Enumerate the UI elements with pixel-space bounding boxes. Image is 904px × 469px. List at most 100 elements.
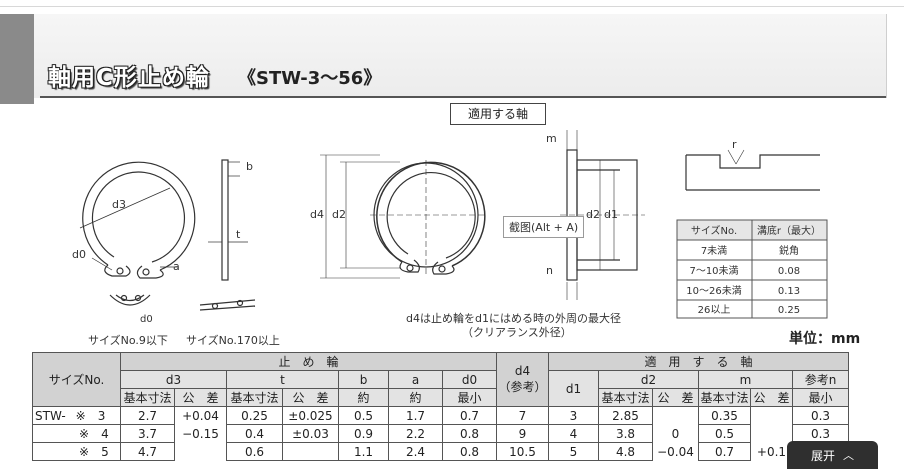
spec-sub-min: 最小 [792,388,849,407]
spec-sub-tol: 公 差 [652,388,699,407]
spec-header-ring: 止 め 輪 [120,352,497,371]
cell-d3: 4.7 [120,442,175,461]
cell-d3-tol: −0.15 [174,424,227,443]
title-rule [40,96,886,98]
label-b: b [246,160,253,173]
spec-col-d3: d3 [120,370,227,389]
fillet-header-r: 溝底r（最大） [757,224,821,237]
cell-d4: 9 [496,424,549,443]
fillet-row-r: 0.08 [778,266,800,277]
spec-col-m: m [698,370,793,389]
cell-d2-tol: 0 [652,424,699,443]
spec-col-d0: d0 [442,370,497,389]
label-m: m [546,132,557,145]
left-strip [0,14,34,104]
groove-detail-view [685,149,820,191]
fillet-row-size: 7～10未満 [689,265,738,277]
label-d0-detail: d0 [140,314,153,325]
spec-sub-min: 最小 [442,388,497,407]
cell-m-tol [750,406,793,425]
cell-t: 0.25 [226,406,283,425]
cell-d2-tol [652,406,699,425]
shaft-section-view [560,130,645,300]
spec-col-d2: d2 [598,370,699,389]
label-d2: d2 [332,208,346,221]
spec-header-d4: d4 （参考） [496,352,549,407]
cell-d2: 2.85 [598,406,653,425]
shaft-section-label: 適用する軸 [450,103,546,125]
header-band [0,14,887,98]
spec-header-d4-ref: （参考） [498,380,547,394]
technical-drawing: d3 b t d0 a d0 d4 d2 m n d2 d1 r サイズNo. … [72,130,828,325]
page-title: 軸用C形止め輪 [48,65,210,91]
cell-d2-tol: −0.04 [652,442,699,461]
cell-d1: 4 [548,424,599,443]
table-row: STW-※3 2.7 +0.04 0.25 ±0.025 0.5 1.7 0.7… [32,406,849,425]
cell-t: 0.6 [226,442,283,461]
cell-n: 0.3 [792,406,849,425]
chevron-up-icon: ︿ [843,449,854,462]
screenshot-tooltip: 截图(Alt + A) [503,216,585,238]
unit-note: 単位：mm [789,331,861,347]
spec-sub-basic: 基本寸法 [120,388,175,407]
cell-t: 0.4 [226,424,283,443]
spec-header-shaft: 適 用 す る 軸 [548,352,849,371]
fillet-row-r: 鋭角 [779,244,799,257]
ring-side-view [208,159,248,281]
spec-sub-tol: 公 差 [750,388,793,407]
expand-button-label: 展开 [810,448,835,463]
cell-m: 0.7 [698,442,751,461]
spec-col-t: t [226,370,339,389]
label-d2-shaft: d2 [586,208,600,221]
expand-button[interactable]: 展开 ︿ [787,441,878,469]
label-d1: d1 [604,208,618,221]
spec-col-d1: d1 [548,370,599,407]
cell-m: 0.35 [698,406,751,425]
cell-d0: 0.8 [442,442,497,461]
cell-a: 1.7 [388,406,443,425]
table-row: ※5 4.7 0.6 1.1 2.4 0.8 10.5 5 4.8 −0.04 … [32,442,849,461]
cell-d4: 7 [496,406,549,425]
cell-d2: 3.8 [598,424,653,443]
top-divider [0,6,904,7]
cell-t-tol: ±0.025 [282,406,339,425]
row-size-label: ※4 [32,424,121,443]
cell-d0: 0.7 [442,406,497,425]
cell-d3-tol: +0.04 [174,406,227,425]
cell-d3: 2.7 [120,406,175,425]
spec-sub-approx: 約 [388,388,443,407]
ring-front-view [79,161,196,279]
label-t: t [236,228,241,241]
cell-d3-tol [174,442,227,461]
fillet-row-size: 10～26未満 [686,285,741,297]
spec-header-size: サイズNo. [32,352,121,407]
spec-col-a: a [388,370,443,389]
cell-t-tol: ±0.03 [282,424,339,443]
spec-sub-tol: 公 差 [174,388,227,407]
cell-a: 2.4 [388,442,443,461]
spec-sub-basic: 基本寸法 [698,388,751,407]
caption-d4-note: d4は止め輪をd1にはめる時の外周の最大径 [406,312,621,325]
spec-sub-basic: 基本寸法 [598,388,653,407]
row-size-label: STW-※3 [32,406,121,425]
label-r: r [732,138,737,151]
row-size-label: ※5 [32,442,121,461]
cell-t-tol [282,442,339,461]
cell-b: 0.9 [338,424,389,443]
cell-b: 0.5 [338,406,389,425]
spec-sub-approx: 約 [338,388,389,407]
caption-small-size: サイズNo.9以下 [88,334,168,347]
cell-d4: 10.5 [496,442,549,461]
fillet-row-r: 0.13 [778,286,800,297]
cell-a: 2.2 [388,424,443,443]
ring-assembled-view [320,154,486,279]
label-a: a [173,260,180,273]
table-row: ※4 3.7 −0.15 0.4 ±0.03 0.9 2.2 0.8 9 4 3… [32,424,849,443]
cell-d1: 3 [548,406,599,425]
fillet-header-size: サイズNo. [691,224,737,237]
spec-sub-basic: 基本寸法 [226,388,283,407]
caption-d4-note-sub: （クリアランス外径） [462,326,572,339]
cell-d1: 5 [548,442,599,461]
spec-col-b: b [338,370,389,389]
cell-m-tol [750,424,793,443]
